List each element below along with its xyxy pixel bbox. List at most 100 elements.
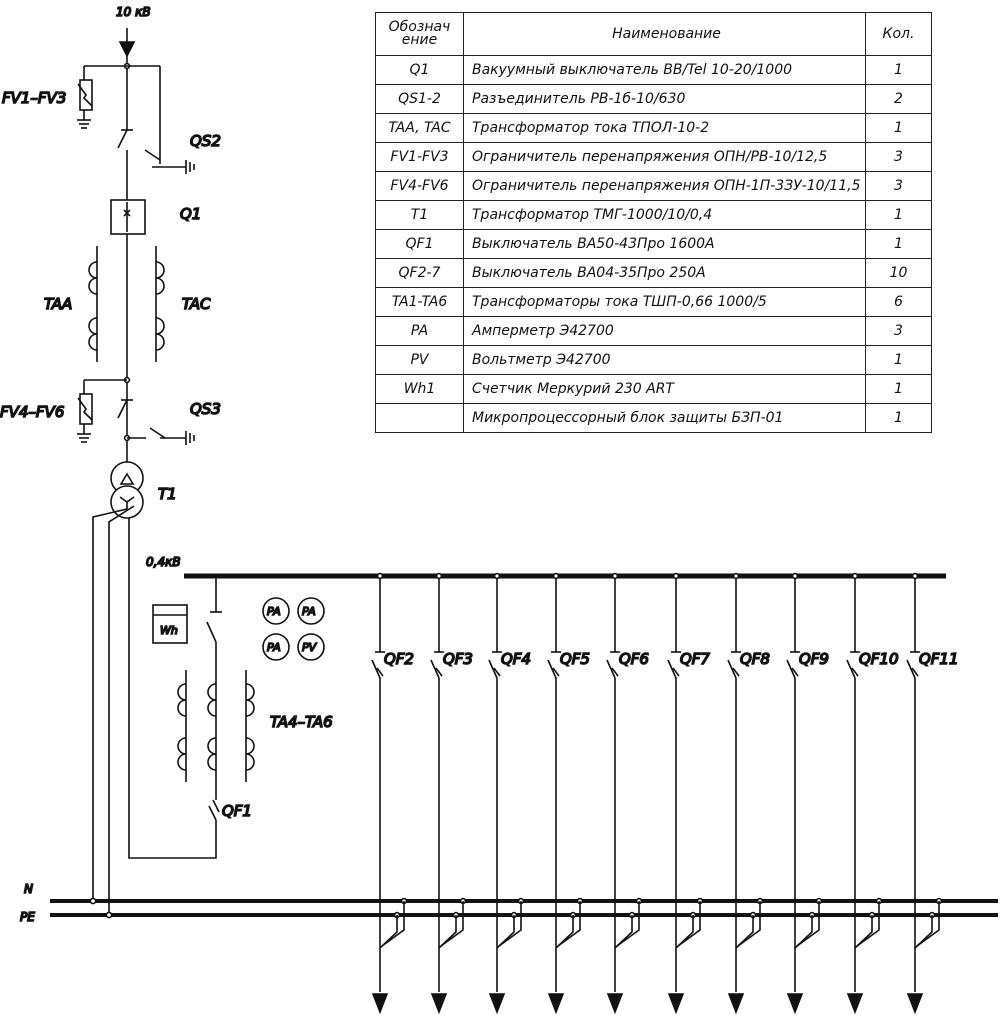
cell-name: Ограничитель перенапряжения ОПН/РВ-10/12… <box>463 142 866 172</box>
feeder-label: QF4 <box>501 650 531 668</box>
cell-name: Выключатель ВА50-43Про 1600А <box>463 229 866 259</box>
lv-phase-lead <box>128 518 217 859</box>
tac-current-transformer <box>155 246 165 362</box>
cell-name: Трансформатор ТМГ-1000/10/0,4 <box>463 200 866 230</box>
lv-voltage-label: 0,4кВ <box>146 555 181 569</box>
cell-qty: 1 <box>865 229 932 259</box>
cell-designation: FV4-FV6 <box>375 171 464 201</box>
fv1-arrester <box>77 66 93 129</box>
feeder-label: QF11 <box>919 650 959 668</box>
cell-designation: FV1-FV3 <box>375 142 464 172</box>
meter-label: PA <box>302 605 316 618</box>
cell-qty: 1 <box>865 113 932 143</box>
cell-designation: QS1-2 <box>375 84 464 114</box>
cell-designation: QF2-7 <box>375 258 464 288</box>
t1-transformer <box>110 461 144 519</box>
qs3-label: QS3 <box>190 400 221 418</box>
feeder-label: QF6 <box>619 650 649 668</box>
cell-name: Счетчик Меркурий 230 ART <box>463 374 866 404</box>
cell-name: Вольтметр Э42700 <box>463 345 866 375</box>
feeder-qf7: QF7 <box>667 572 711 1015</box>
feeder-qf4: QF4 <box>488 572 532 1015</box>
cell-qty: 1 <box>865 55 932 85</box>
cell-designation: Q1 <box>375 55 464 85</box>
meter-label: PA <box>267 605 281 618</box>
qs1-switch <box>117 129 133 200</box>
cell-name: Трансформатор тока ТПОЛ-10-2 <box>463 113 866 143</box>
feeder-label: QF2 <box>384 650 414 668</box>
cell-designation: QF1 <box>375 229 464 259</box>
pe-conductor-lead <box>108 505 135 915</box>
cell-designation: TA1-TA6 <box>375 287 464 317</box>
cell-name: Разъединитель РВ-1б-10/630 <box>463 84 866 114</box>
feeder-label: QF3 <box>443 650 473 668</box>
hv-incoming-arrow <box>118 28 136 58</box>
qs3-switch <box>117 399 195 462</box>
cell-designation: PA <box>375 316 464 346</box>
ta4-ta6-label: TA4–TA6 <box>270 713 333 731</box>
cell-qty: 6 <box>865 287 932 317</box>
taa-current-transformer <box>88 246 98 362</box>
pa-meter-3 <box>262 633 290 661</box>
feeder-qf5: QF5 <box>547 572 591 1015</box>
qs2-earthing-switch <box>144 149 195 174</box>
pa-meter-1 <box>262 597 290 625</box>
feeder-group: QF2 QF3 QF4 QF5 QF6 QF7 QF8 QF9 QF10 QF11 <box>371 572 959 1015</box>
meter-label: PV <box>302 641 318 654</box>
col-header-designation: Обознач ение <box>375 12 464 56</box>
cell-designation: Wh1 <box>375 374 464 404</box>
cell-name: Микропроцессорный блок защиты БЗП-01 <box>463 403 866 433</box>
cell-qty: 1 <box>865 403 932 433</box>
taa-label: TAA <box>44 295 72 313</box>
feeder-qf9: QF9 <box>786 572 830 1015</box>
feeder-qf6: QF6 <box>606 572 650 1015</box>
cell-qty: 10 <box>865 258 932 288</box>
wh-meter-label: Wh <box>160 624 178 637</box>
cell-designation: T1 <box>375 200 464 230</box>
cell-name: Вакуумный выключатель ВВ/Tel 10-20/1000 <box>463 55 866 85</box>
table-header-row: Обознач ение Наименование Кол. <box>375 12 932 56</box>
meter-group: PA PA PA PV <box>262 597 325 661</box>
feeder-qf2: QF2 <box>371 572 415 1015</box>
feeder-label: QF7 <box>680 650 710 668</box>
qf1-label: QF1 <box>222 802 252 820</box>
col-header-qty: Кол. <box>865 12 932 56</box>
cell-name: Ограничитель перенапряжения ОПН-1П-3ЗУ-1… <box>463 171 866 201</box>
feeder-qf10: QF10 <box>846 572 899 1015</box>
tac-label: TAC <box>182 295 211 313</box>
feeder-qf8: QF8 <box>727 572 771 1015</box>
cell-designation: TAA, TAC <box>375 113 464 143</box>
fv1-label: FV1–FV3 <box>2 89 66 107</box>
feeder-qf3: QF3 <box>430 572 474 1015</box>
qf1-incomer <box>206 576 222 821</box>
cell-qty: 2 <box>865 84 932 114</box>
qs2-label: QS2 <box>190 132 221 150</box>
q1-breaker <box>110 199 146 235</box>
feeder-label: QF10 <box>859 650 899 668</box>
meter-label: PA <box>267 641 281 654</box>
cell-qty: 1 <box>865 374 932 404</box>
feeder-label: QF5 <box>560 650 590 668</box>
hv-voltage-label: 10 кВ <box>116 5 151 19</box>
fv4-label: FV4–FV6 <box>0 403 64 421</box>
feeder-qf11: QF11 <box>906 572 959 1015</box>
cell-qty: 3 <box>865 171 932 201</box>
wh-meter <box>152 604 188 644</box>
ta4-ta6-current-transformers <box>177 670 255 782</box>
pa-meter-2 <box>297 597 325 625</box>
cell-qty: 3 <box>865 142 932 172</box>
